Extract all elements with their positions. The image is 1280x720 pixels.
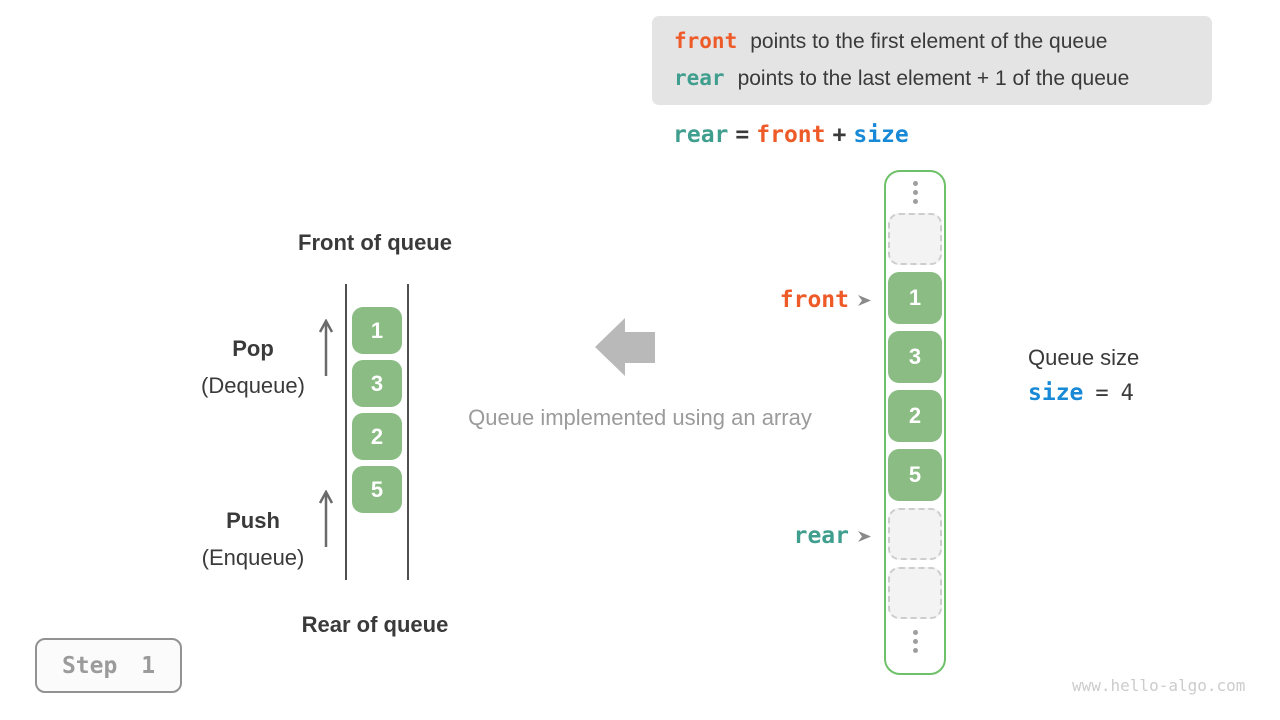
queue-item: 3 bbox=[352, 360, 402, 407]
formula-equals: = bbox=[735, 122, 750, 148]
array-cell-empty bbox=[888, 567, 942, 619]
ellipsis-bottom-icon bbox=[888, 630, 942, 653]
ellipsis-top-icon bbox=[888, 181, 942, 204]
enqueue-label: (Enqueue) bbox=[153, 545, 353, 571]
pop-arrow-icon bbox=[318, 318, 334, 382]
queue-channel-right-wall bbox=[407, 284, 409, 580]
formula-front: front bbox=[756, 122, 826, 148]
formula-rear: rear bbox=[673, 122, 729, 148]
queue-size-formula: size = 4 bbox=[1028, 380, 1134, 406]
front-pointer-arrow-icon bbox=[857, 286, 872, 313]
pop-subtitle: (Dequeue) bbox=[201, 373, 305, 398]
front-pointer: front bbox=[640, 286, 872, 313]
formula-plus: + bbox=[832, 122, 847, 148]
array-cell-empty bbox=[888, 213, 942, 265]
push-subtitle: (Enqueue) bbox=[201, 545, 305, 570]
size-equals: = bbox=[1095, 380, 1109, 406]
queue-item: 1 bbox=[352, 307, 402, 354]
pop-label: Pop bbox=[153, 336, 353, 362]
size-value: 4 bbox=[1120, 380, 1134, 406]
rear-pointer-arrow-icon bbox=[857, 522, 872, 549]
legend-rear-text: points to the last element + 1 of the qu… bbox=[737, 67, 1130, 90]
push-label: Push bbox=[153, 508, 353, 534]
array-cell: 3 bbox=[888, 331, 942, 383]
front-pointer-label: front bbox=[779, 286, 849, 313]
push-title: Push bbox=[226, 508, 280, 533]
rear-pointer: rear bbox=[640, 522, 872, 549]
array-cell: 5 bbox=[888, 449, 942, 501]
pointer-formula: rear=front+size bbox=[673, 122, 915, 148]
rear-token: rear bbox=[674, 66, 725, 90]
step-badge: Step 1 bbox=[35, 638, 182, 693]
legend-front-text: points to the first element of the queue bbox=[750, 30, 1108, 53]
pop-title: Pop bbox=[232, 336, 274, 361]
legend-line-front: front points to the first element of the … bbox=[674, 23, 1212, 60]
rear-pointer-label: rear bbox=[793, 522, 849, 549]
size-token: size bbox=[1028, 380, 1084, 406]
array-cell: 2 bbox=[888, 390, 942, 442]
queue-item: 5 bbox=[352, 466, 402, 513]
queue-size-label: Queue size bbox=[1028, 345, 1140, 370]
dequeue-label: (Dequeue) bbox=[153, 373, 353, 399]
front-token: front bbox=[674, 29, 738, 53]
legend-box: front points to the first element of the … bbox=[652, 16, 1212, 105]
queue-item: 2 bbox=[352, 413, 402, 460]
left-block-arrow-icon bbox=[595, 318, 655, 381]
formula-size: size bbox=[853, 122, 909, 148]
diagram-caption: Queue implemented using an array bbox=[468, 405, 812, 430]
queue-channel-left-wall bbox=[345, 284, 347, 580]
array-cell-empty bbox=[888, 508, 942, 560]
array-cell: 1 bbox=[888, 272, 942, 324]
front-of-queue-label: Front of queue bbox=[298, 230, 452, 255]
rear-of-queue-label: Rear of queue bbox=[301, 612, 449, 637]
push-arrow-icon bbox=[318, 489, 334, 553]
legend-line-rear: rear points to the last element + 1 of th… bbox=[674, 60, 1212, 97]
watermark: www.hello-algo.com bbox=[1072, 676, 1246, 695]
